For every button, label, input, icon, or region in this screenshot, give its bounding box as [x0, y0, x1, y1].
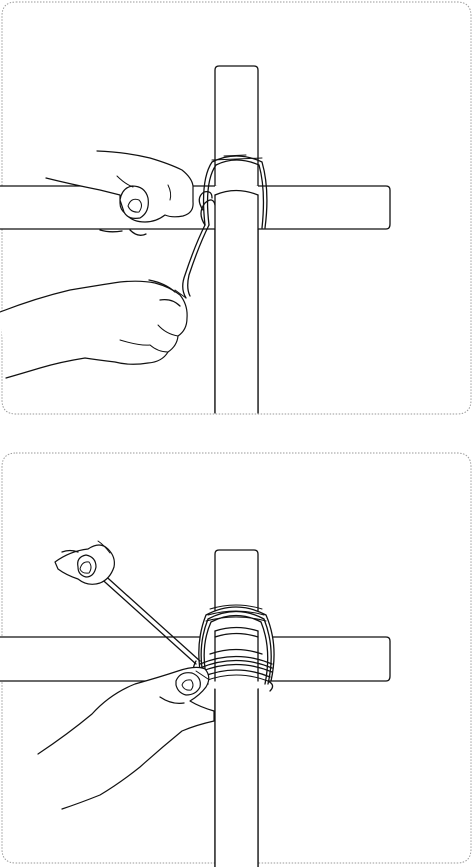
step-2-panel	[0, 449, 473, 867]
step-2-illustration	[0, 449, 473, 867]
step-1-illustration	[0, 0, 473, 418]
step-1-panel	[0, 0, 473, 418]
horizontal-pipe	[0, 186, 390, 229]
upper-hand-icon	[55, 541, 114, 584]
lower-hand-icon	[0, 280, 187, 378]
lower-hand-icon	[38, 667, 214, 809]
